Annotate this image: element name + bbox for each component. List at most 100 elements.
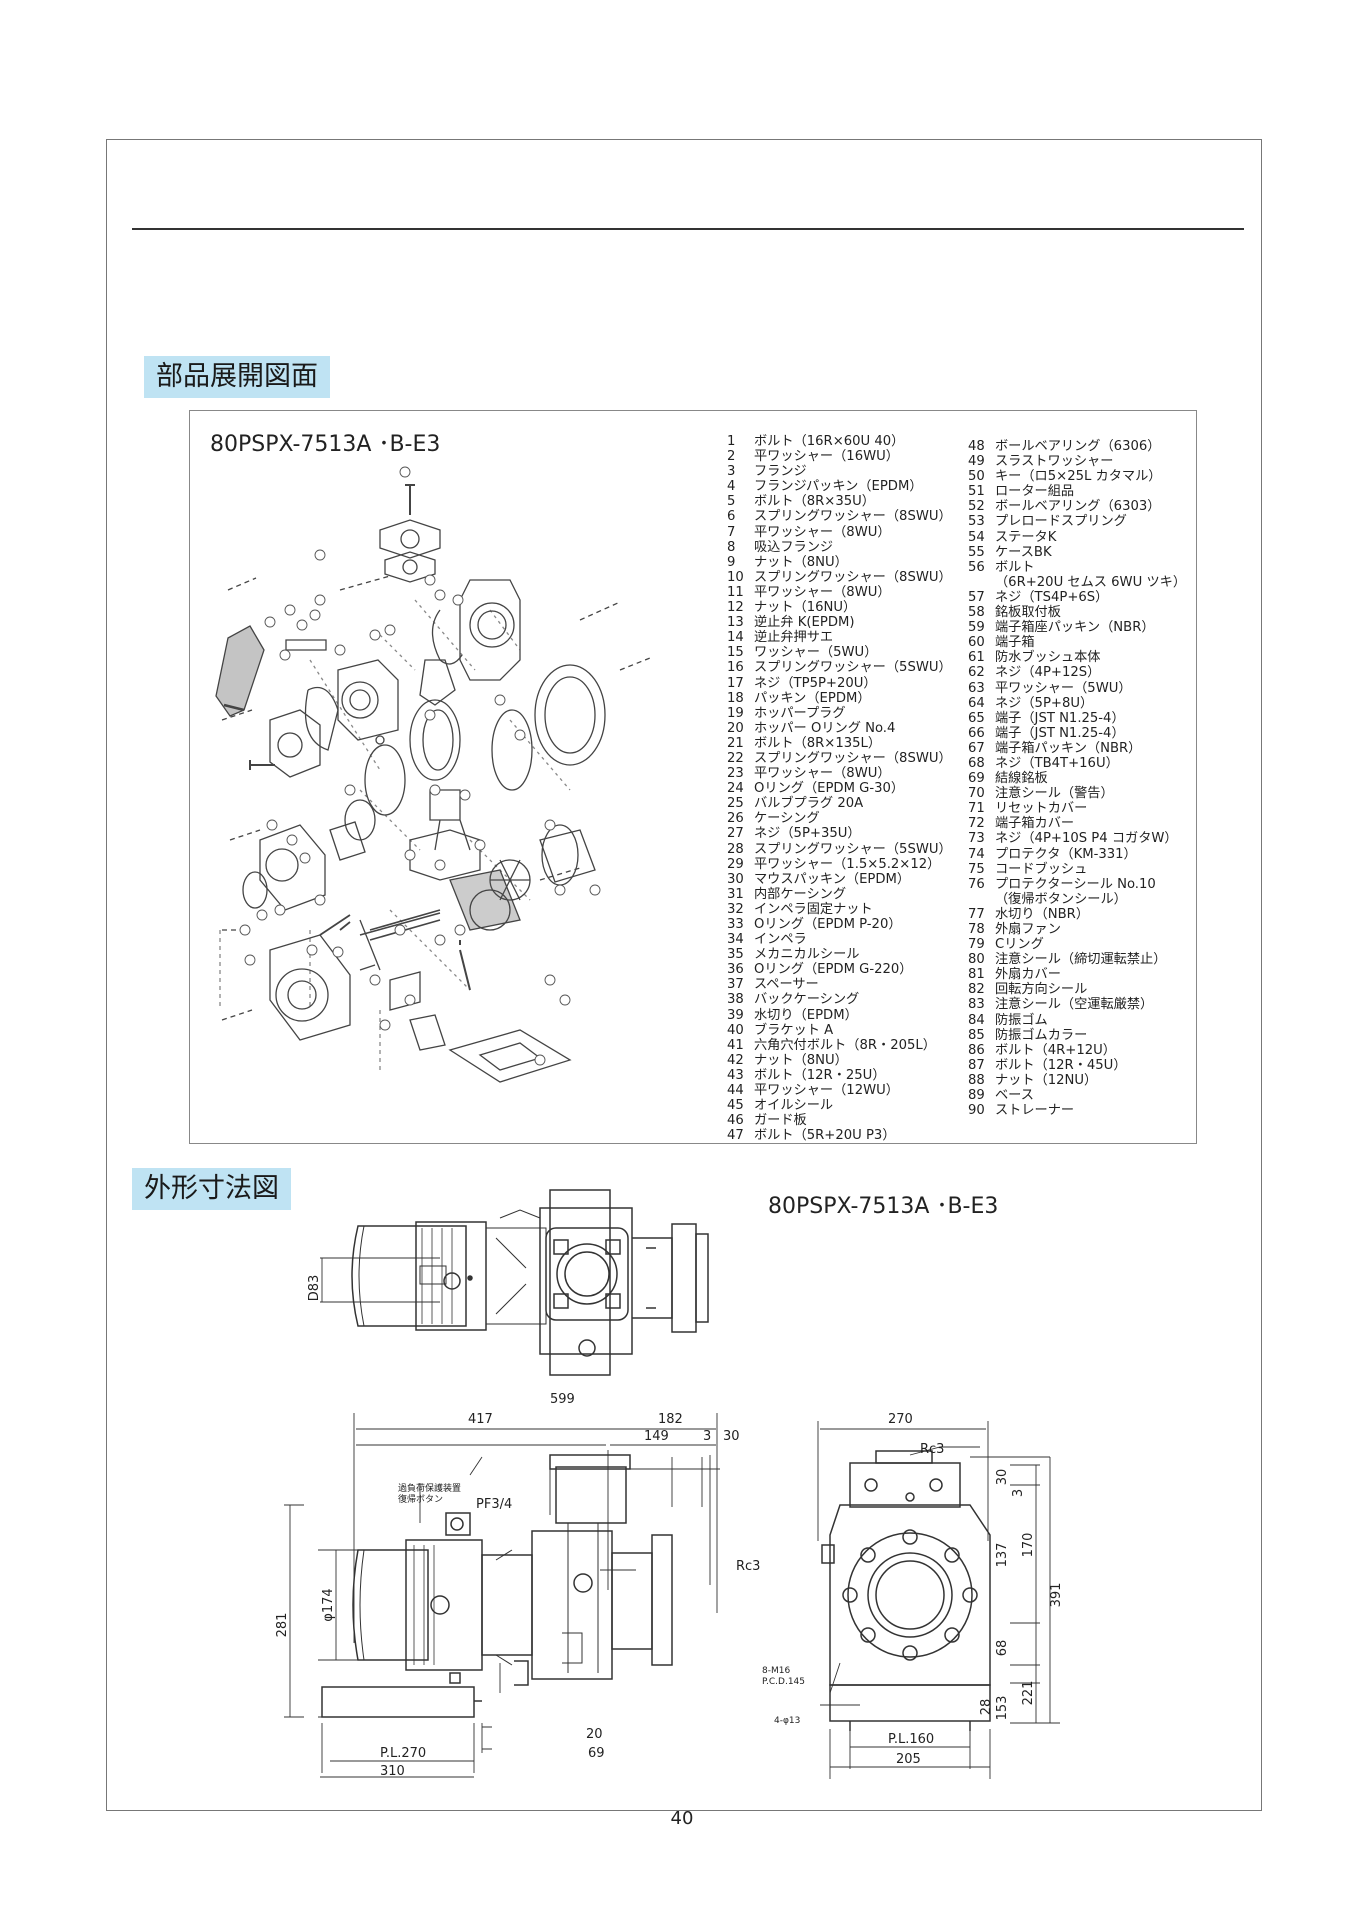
part-number: 55	[968, 544, 985, 560]
part-name: ナット（8NU）	[754, 554, 848, 570]
part-name: ボルト（16R×60U 40）	[754, 434, 905, 449]
part-name: ワッシャー（5WU）	[754, 645, 878, 661]
part-number: 77	[968, 906, 985, 922]
part-name: ボルト（8R×135L）	[754, 735, 882, 751]
part-number: 46	[727, 1113, 744, 1129]
part-name: Oリング（EPDM P-20）	[754, 917, 902, 932]
part-name: スペーサー	[754, 977, 819, 993]
part-number: 15	[727, 645, 744, 661]
part-number: 42	[727, 1052, 744, 1068]
part-name: プロテクタ（KM-331）	[995, 846, 1137, 862]
part-name: メカニカルシール	[754, 947, 860, 963]
part-name: フランジ	[754, 464, 807, 480]
part-name: （6R+20U セムス 6WU ツキ）	[995, 574, 1187, 590]
part-number: 73	[968, 831, 985, 847]
part-number: 4	[727, 479, 736, 495]
part-name: 端子箱座パッキン（NBR）	[995, 620, 1155, 636]
part-number: 12	[727, 600, 744, 616]
part-number: 18	[727, 690, 744, 706]
part-name: 外扇ファン	[995, 922, 1061, 937]
part-number: 39	[727, 1007, 744, 1023]
part-number: 10	[727, 569, 744, 585]
label-protector-1: 過負荷保護装置	[398, 1482, 461, 1494]
part-name: ナット（16NU）	[754, 600, 857, 616]
part-number: 14	[727, 630, 744, 646]
part-number: 66	[968, 725, 985, 741]
part-name: コードブッシュ	[995, 861, 1088, 877]
dim-3: 3	[703, 1429, 711, 1444]
label-4-holes: 4-φ13	[774, 1716, 800, 1726]
part-row: 25 バルブプラグ 20A	[727, 796, 967, 811]
part-number: 19	[727, 705, 744, 721]
part-name: 吸込フランジ	[754, 539, 834, 555]
part-name: （復帰ボタンシール）	[995, 891, 1127, 907]
part-number: 25	[727, 796, 744, 812]
part-number: 47	[727, 1128, 744, 1144]
part-name: フランジパッキン（EPDM）	[754, 479, 923, 495]
part-row: 73 ネジ（4P+10S P4 コガタW）	[968, 831, 1200, 846]
part-name: 平ワッシャー（1.5×5.2×12）	[754, 856, 941, 872]
part-name: ネジ（5P+8U）	[995, 695, 1094, 711]
part-name: 結線銘板	[995, 771, 1048, 787]
dim-149: 149	[644, 1429, 669, 1444]
part-name: 平ワッシャー（8WU）	[754, 524, 891, 540]
part-name: プロテクターシール No.10	[995, 876, 1156, 892]
part-number: 41	[727, 1037, 744, 1053]
part-number: 82	[968, 982, 985, 998]
parts-section-title: 部品展開図面	[144, 356, 330, 398]
part-name: Oリング（EPDM G-30）	[754, 781, 905, 797]
part-name: ネジ（4P+10S P4 コガタW）	[995, 831, 1178, 847]
part-name: ボルト（4R+12U）	[995, 1042, 1116, 1058]
dim-pl270: P.L.270	[380, 1746, 426, 1761]
part-number: 53	[968, 514, 985, 530]
part-number: 78	[968, 922, 985, 937]
part-name: バックケーシング	[754, 992, 860, 1008]
part-number: 65	[968, 710, 985, 726]
part-name: ボルト（5R+20U P3）	[754, 1128, 896, 1144]
part-name: 端子箱	[995, 635, 1035, 651]
part-name: ネジ（TS4P+6S）	[995, 589, 1109, 605]
part-number: 24	[727, 781, 744, 797]
part-name: 平ワッシャー（12WU）	[754, 1083, 899, 1099]
part-name: バルブプラグ 20A	[754, 796, 864, 812]
part-number: 89	[968, 1088, 985, 1104]
part-name: プレロードスプリング	[995, 514, 1127, 530]
part-name: 平ワッシャー（8WU）	[754, 766, 891, 782]
dim-205: 205	[896, 1752, 921, 1767]
part-number: 85	[968, 1027, 985, 1043]
part-number	[968, 575, 995, 590]
dim-pl160: P.L.160	[888, 1732, 934, 1747]
header-rule	[132, 228, 1244, 230]
part-number: 84	[968, 1012, 985, 1028]
